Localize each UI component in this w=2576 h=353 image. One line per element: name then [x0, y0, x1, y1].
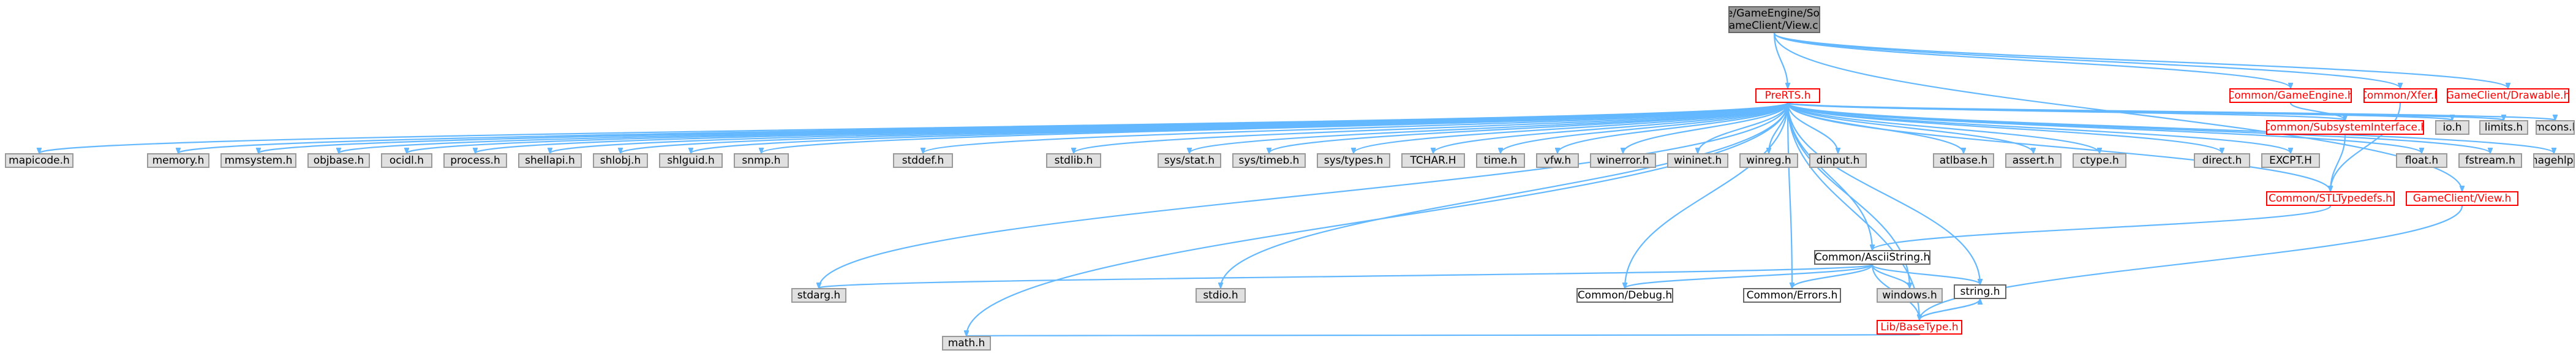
node-objbase-h: objbase.h — [307, 153, 370, 168]
node-atlbase-h: atlbase.h — [1933, 153, 1994, 168]
edge-prerts-h-to-assert-h — [1787, 102, 2033, 153]
node-mmsystem-h: mmsystem.h — [220, 153, 296, 168]
node-wininet-h: wininet.h — [1667, 153, 1728, 168]
edge-prerts-h-to-time-h — [1501, 102, 1789, 153]
node-winerror-h: winerror.h — [1590, 153, 1656, 168]
edge-prerts-h-to-stdio-h — [1221, 102, 1789, 288]
node-mapicode-h: mapicode.h — [5, 153, 73, 168]
edge-root-file-node-to-common-xfer-h — [1773, 32, 2400, 88]
edge-prerts-h-to-imagehlp-h — [1787, 102, 2554, 153]
node-string-h[interactable]: string.h — [1954, 284, 2006, 299]
node-math-h: math.h — [942, 336, 991, 351]
node-imagehlp-h: imagehlp.h — [2533, 153, 2575, 168]
node-common-xfer-h[interactable]: Common/Xfer.h — [2363, 88, 2437, 103]
node-limits-h: limits.h — [2479, 120, 2528, 135]
node-fstream-h: fstream.h — [2458, 153, 2522, 168]
node-shlobj-h: shlobj.h — [593, 153, 648, 168]
edge-prerts-h-to-mmsystem-h — [258, 102, 1789, 153]
edge-prerts-h-to-vfw-h — [1557, 102, 1789, 153]
edge-prerts-h-to-stdarg-h — [819, 102, 1789, 288]
node-common-stltypedefs-h[interactable]: Common/STLTypedefs.h — [2266, 191, 2395, 206]
edge-common-xfer-h-to-common-stltypedefs-h — [2330, 102, 2401, 191]
node-sys-types-h: sys/types.h — [1317, 153, 1390, 168]
node-lib-basetype-h[interactable]: Lib/BaseType.h — [1877, 320, 1962, 335]
node-common-errors-h[interactable]: Common/Errors.h — [1743, 288, 1841, 303]
edge-gameclient-view-h-to-lib-basetype-h — [1919, 205, 2463, 320]
edge-prerts-h-to-stddef-h — [923, 102, 1789, 153]
edge-common-stltypedefs-h-to-common-asciistring-h — [1872, 205, 2332, 250]
edge-prerts-h-to-shlguid-h — [691, 102, 1789, 153]
node-time-h: time.h — [1476, 153, 1525, 168]
node-stdio-h: stdio.h — [1196, 288, 1246, 303]
node-tchar-h: TCHAR.H — [1401, 153, 1465, 168]
node-stddef-h: stddef.h — [893, 153, 953, 168]
node-gameclient-drawable-h[interactable]: GameClient/Drawable.h — [2447, 88, 2569, 103]
root-file-node: Code/GameEngine/Source /GameClient/View.… — [1728, 6, 1820, 33]
node-ctype-h: ctype.h — [2073, 153, 2126, 168]
root-file-path-line-2: /GameClient/View.cpp — [1728, 20, 1819, 32]
node-shlguid-h: shlguid.h — [659, 153, 723, 168]
node-ocidl-h: ocidl.h — [381, 153, 432, 168]
edge-root-file-node-to-common-gameengine-h — [1773, 32, 2291, 88]
edge-root-file-node-to-gameclient-drawable-h — [1773, 32, 2508, 88]
edge-common-asciistring-h-to-common-errors-h — [1792, 264, 1874, 288]
edge-prerts-h-to-common-errors-h — [1787, 102, 1792, 288]
edge-common-asciistring-h-to-windows-h — [1871, 264, 1910, 288]
edge-prerts-h-to-winerror-h — [1623, 102, 1789, 153]
node-shellapi-h: shellapi.h — [518, 153, 582, 168]
edge-root-file-node-to-prerts-h — [1773, 32, 1788, 88]
node-gameclient-view-h[interactable]: GameClient/View.h — [2406, 191, 2518, 206]
edge-common-asciistring-h-to-common-debug-h — [1625, 264, 1874, 288]
node-excpt-h: EXCPT.H — [2261, 153, 2320, 168]
edge-prerts-h-to-sys-timeb-h — [1269, 102, 1789, 153]
edge-prerts-h-to-snmp-h — [761, 102, 1789, 153]
node-memory-h: memory.h — [147, 153, 209, 168]
edge-prerts-h-to-ctype-h — [1787, 102, 2100, 153]
edge-prerts-h-to-dinput-h — [1787, 102, 1838, 153]
node-stdarg-h: stdarg.h — [791, 288, 846, 303]
edge-prerts-h-to-wininet-h — [1698, 102, 1789, 153]
edge-prerts-h-to-common-debug-h — [1625, 102, 1789, 288]
node-assert-h: assert.h — [2005, 153, 2062, 168]
edge-lib-basetype-h-to-string-h — [1918, 299, 1980, 321]
node-common-gameengine-h[interactable]: Common/GameEngine.h — [2229, 88, 2352, 103]
edge-prerts-h-to-sys-types-h — [1354, 102, 1789, 153]
node-process-h: process.h — [443, 153, 507, 168]
edge-prerts-h-to-string-h — [1787, 102, 1980, 284]
node-common-debug-h[interactable]: Common/Debug.h — [1576, 288, 1673, 303]
edge-lib-basetype-h-to-math-h — [966, 335, 1920, 336]
node-direct-h: direct.h — [2194, 153, 2250, 168]
edge-prerts-h-to-excpt-h — [1787, 102, 2291, 153]
edge-prerts-h-to-common-stltypedefs-h — [1787, 102, 2330, 191]
edge-prerts-h-to-tchar-h — [1433, 102, 1789, 153]
edge-common-asciistring-h-to-stdarg-h — [819, 264, 1874, 288]
node-float-h: float.h — [2396, 153, 2447, 168]
edge-prerts-h-to-math-h — [966, 102, 1789, 336]
edge-prerts-h-to-stdlib-h — [1074, 102, 1789, 153]
node-sys-timeb-h: sys/timeb.h — [1232, 153, 1306, 168]
node-vfw-h: vfw.h — [1536, 153, 1579, 168]
node-winreg-h: winreg.h — [1739, 153, 1798, 168]
node-lmcons-h: lmcons.h — [2536, 120, 2575, 135]
node-stdlib-h: stdlib.h — [1046, 153, 1101, 168]
edge-prerts-h-to-common-subsysteminterface-h — [1787, 102, 2345, 120]
edge-common-gameengine-h-to-common-subsysteminterface-h — [2289, 102, 2345, 120]
node-sys-stat-h: sys/stat.h — [1158, 153, 1221, 168]
edge-prerts-h-to-lib-basetype-h — [1787, 102, 1919, 320]
root-file-path-line-1: Code/GameEngine/Source — [1730, 7, 1820, 20]
node-common-asciistring-h[interactable]: Common/AsciiString.h — [1814, 250, 1930, 265]
edge-common-subsysteminterface-h-to-common-stltypedefs-h — [2330, 134, 2346, 191]
edge-common-asciistring-h-to-string-h — [1871, 264, 1980, 286]
edge-prerts-h-to-memory-h — [178, 102, 1789, 153]
node-dinput-h: dinput.h — [1809, 153, 1867, 168]
node-common-subsysteminterface-h[interactable]: Common/SubsystemInterface.h — [2266, 120, 2424, 135]
node-snmp-h: snmp.h — [734, 153, 789, 168]
node-io-h: io.h — [2435, 120, 2469, 135]
node-windows-h: windows.h — [1877, 288, 1943, 303]
node-prerts-h[interactable]: PreRTS.h — [1755, 88, 1820, 103]
